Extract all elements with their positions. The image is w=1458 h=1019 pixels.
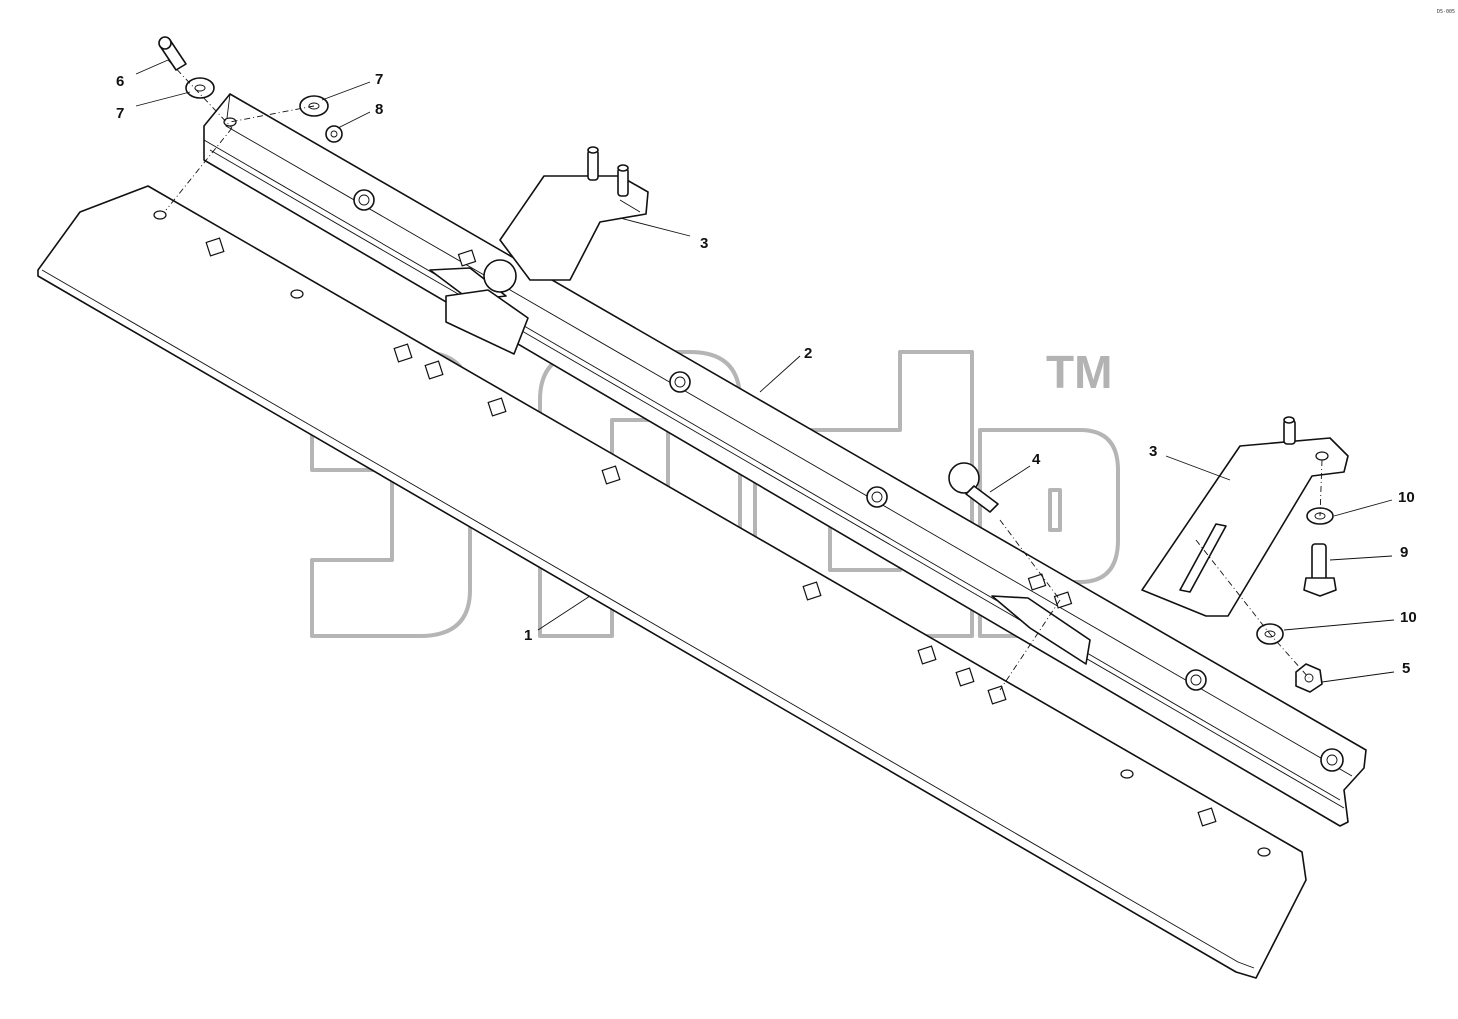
callout-7b: 7 [375, 71, 383, 88]
callout-6: 6 [116, 73, 124, 90]
callout-5: 5 [1402, 660, 1410, 677]
callout-4: 4 [1032, 451, 1041, 468]
callouts: 6 7 7 8 3 2 4 3 10 9 10 5 1 [116, 71, 1417, 677]
callout-8: 8 [375, 101, 383, 118]
fasteners-left [158, 36, 343, 143]
corner-code: D5-005 [1437, 9, 1455, 15]
watermark-tm: TM [1046, 346, 1112, 398]
callout-3a: 3 [700, 235, 708, 252]
callout-9: 9 [1400, 544, 1408, 561]
callout-2: 2 [804, 345, 812, 362]
part-3-bracket-left [483, 146, 649, 293]
callout-10a: 10 [1398, 489, 1415, 506]
bar-bolts [353, 189, 1344, 772]
callout-1: 1 [524, 627, 532, 644]
part-4-knob-pin [948, 462, 999, 513]
callout-3b: 3 [1149, 443, 1157, 460]
callout-10b: 10 [1400, 609, 1417, 626]
part-3-bracket-right [1141, 416, 1349, 617]
part-1-blade [37, 185, 1307, 979]
leader-lines [135, 59, 1395, 683]
assembly-lines [165, 59, 1323, 691]
callout-7a: 7 [116, 105, 124, 122]
